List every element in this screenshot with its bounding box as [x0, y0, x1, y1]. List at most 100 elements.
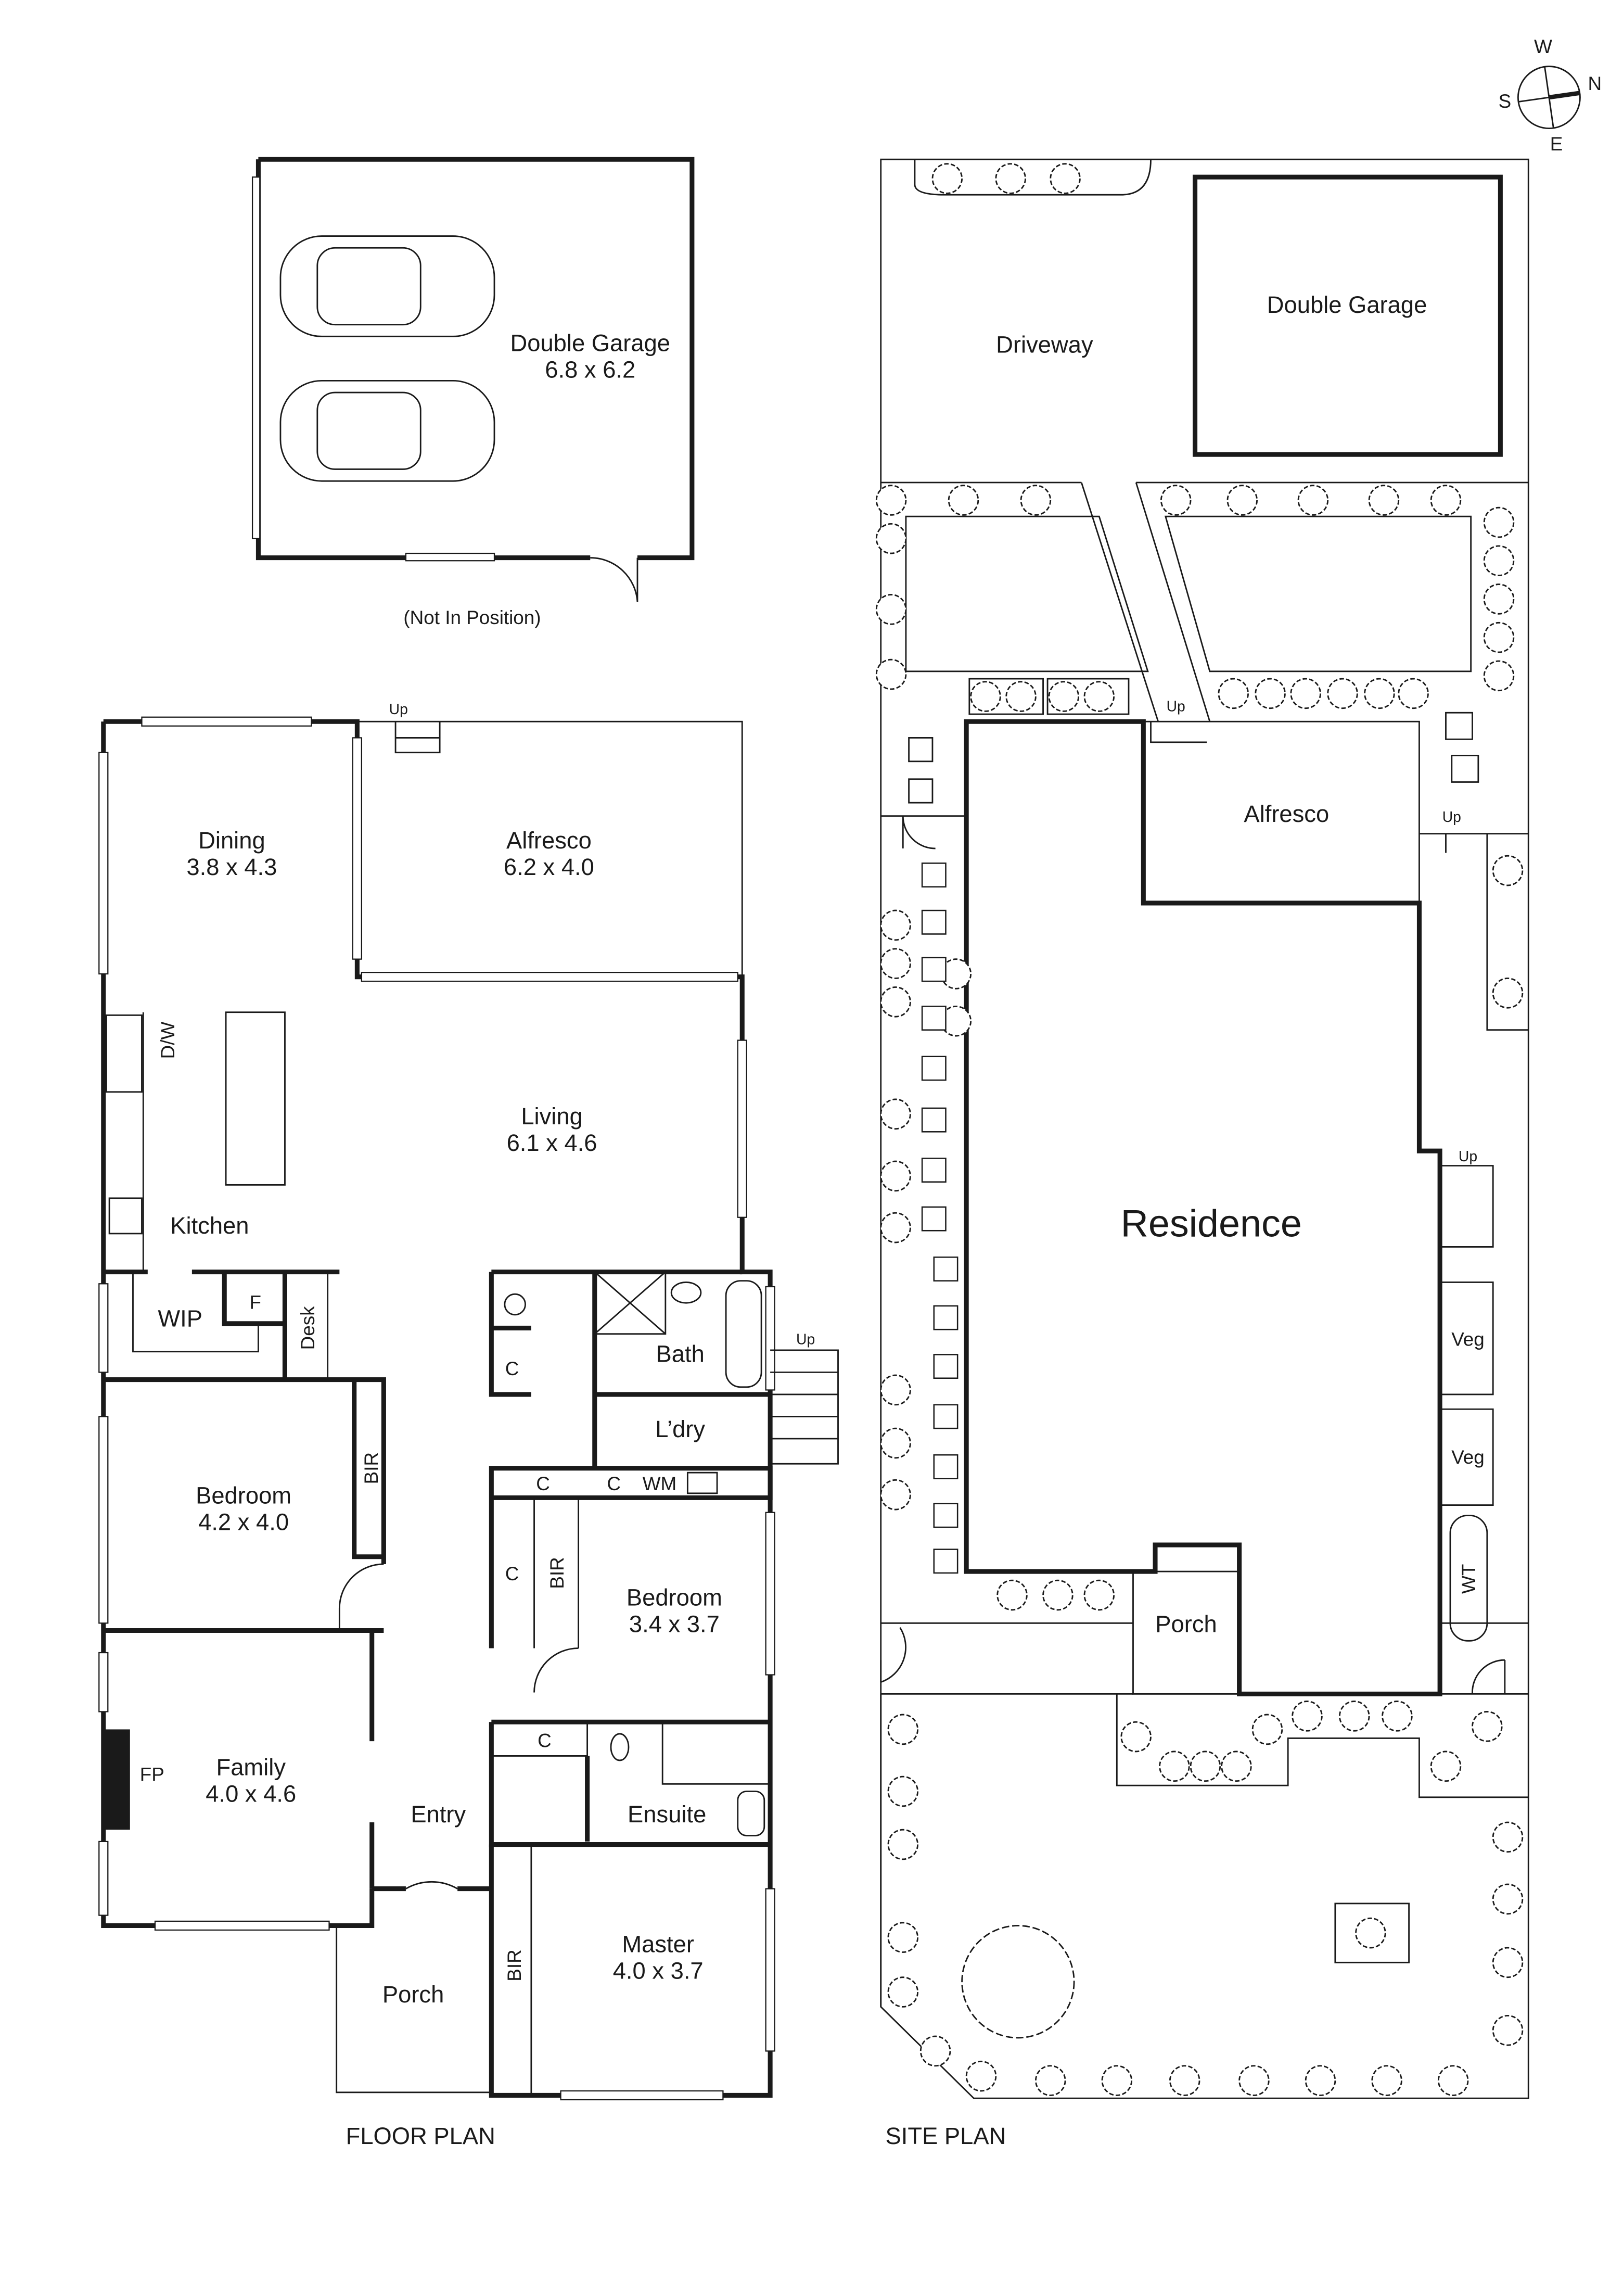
tree-icon	[880, 1374, 911, 1406]
water-tank-label: WT	[1458, 1564, 1479, 1594]
cupboard-label: C	[505, 1358, 519, 1379]
room-living-name: Living	[521, 1103, 582, 1130]
tree-icon	[887, 1976, 919, 2008]
tree-icon	[887, 1829, 919, 1860]
room-bedroom1-name: Bedroom	[196, 1482, 291, 1509]
tree-icon	[880, 986, 911, 1018]
tree-icon	[880, 1212, 911, 1244]
tree-icon	[1290, 678, 1321, 709]
tree-icon	[1020, 485, 1052, 516]
room-master-name: Master	[622, 1931, 694, 1957]
room-family-size: 4.0 x 4.6	[206, 1780, 296, 1807]
site-porch-label: Porch	[1155, 1610, 1217, 1637]
compass-south: S	[1499, 91, 1512, 112]
washing-machine-label: WM	[643, 1473, 676, 1494]
tree-icon	[1190, 1750, 1221, 1782]
tree-icon	[1050, 163, 1081, 194]
tree-icon	[887, 1922, 919, 1953]
tree-icon	[1430, 485, 1462, 516]
tree-icon	[1492, 855, 1524, 886]
large-tree-icon	[961, 1925, 1075, 2039]
fireplace-label: FP	[140, 1764, 164, 1785]
stairs-up-label: Up	[796, 1331, 815, 1348]
tree-icon	[1251, 1714, 1283, 1745]
site-plan-title: SITE PLAN	[886, 2123, 1006, 2149]
tree-icon	[1492, 2014, 1524, 2046]
room-living-size: 6.1 x 4.6	[507, 1130, 597, 1156]
compass-north: N	[1588, 73, 1602, 94]
tree-icon	[919, 2035, 951, 2067]
paver-icon	[933, 1354, 959, 1379]
paver-icon	[921, 909, 947, 935]
floor-plan-walls	[98, 716, 839, 2101]
cupboard-label: C	[505, 1563, 519, 1584]
tree-icon	[1048, 681, 1080, 712]
compass-east: E	[1550, 133, 1563, 155]
tree-icon	[1297, 485, 1329, 516]
bir-label: BIR	[546, 1557, 568, 1589]
tree-icon	[1492, 1821, 1524, 1853]
car-icon	[279, 379, 495, 482]
room-master-size: 4.0 x 3.7	[613, 1958, 704, 1984]
paver-icon	[933, 1454, 959, 1479]
tree-icon	[1120, 1721, 1152, 1753]
tree-icon	[880, 909, 911, 941]
tree-icon	[940, 1005, 972, 1037]
tree-icon	[948, 485, 979, 516]
tree-icon	[931, 163, 963, 194]
paver-icon	[933, 1257, 959, 1282]
stairs-up-label: Up	[1459, 1148, 1477, 1165]
tree-icon	[995, 163, 1026, 194]
fridge-label: F	[250, 1291, 262, 1313]
cupboard-label: C	[607, 1473, 621, 1494]
tree-icon	[1368, 485, 1400, 516]
tree-icon	[1492, 1883, 1524, 1915]
garage-note: (Not In Position)	[403, 607, 541, 628]
site-driveway-label: Driveway	[996, 332, 1093, 358]
floor-plan-title: FLOOR PLAN	[346, 2123, 495, 2149]
tree-icon	[1483, 660, 1515, 692]
site-garage-label: Double Garage	[1267, 291, 1427, 318]
paver-icon	[921, 1006, 947, 1031]
paver-icon	[921, 862, 947, 888]
room-dining-size: 3.8 x 4.3	[186, 854, 277, 880]
veg-garden-label: Veg	[1451, 1328, 1485, 1350]
tree-icon	[1226, 485, 1258, 516]
tree-icon	[1483, 583, 1515, 615]
paver-icon	[933, 1305, 959, 1330]
tree-icon	[1483, 545, 1515, 577]
room-laundry-name: L’dry	[655, 1416, 705, 1442]
dishwasher-label: D/W	[157, 1022, 178, 1059]
tree-icon	[970, 681, 1001, 712]
veg-garden-label: Veg	[1451, 1447, 1485, 1468]
garage-plan	[251, 157, 695, 602]
tree-icon	[1255, 678, 1286, 709]
site-garage-outline	[1193, 174, 1503, 457]
room-bedroom2-name: Bedroom	[627, 1584, 722, 1610]
tree-icon	[1042, 1579, 1074, 1611]
tree-icon	[880, 948, 911, 979]
room-family-name: Family	[216, 1754, 286, 1780]
tree-icon	[1398, 678, 1429, 709]
room-alfresco-name: Alfresco	[506, 827, 592, 854]
room-ensuite-name: Ensuite	[628, 1801, 706, 1828]
tree-icon	[996, 1579, 1028, 1611]
compass-west: W	[1534, 36, 1552, 57]
paver-icon	[933, 1549, 959, 1574]
tree-icon	[1221, 1750, 1252, 1782]
tree-icon	[875, 658, 907, 690]
tree-icon	[1083, 681, 1115, 712]
tree-icon	[1472, 1710, 1503, 1742]
room-bath-name: Bath	[656, 1341, 705, 1367]
tree-icon	[1371, 2065, 1402, 2096]
room-bedroom1-size: 4.2 x 4.0	[198, 1509, 289, 1536]
tree-icon	[1101, 2065, 1133, 2096]
tree-icon	[1238, 2065, 1270, 2096]
paver-icon	[921, 957, 947, 982]
tree-icon	[1160, 485, 1192, 516]
room-dining-name: Dining	[198, 827, 265, 854]
room-entry-name: Entry	[411, 1801, 466, 1828]
paver-icon	[933, 1404, 959, 1429]
tree-icon	[1005, 681, 1037, 712]
